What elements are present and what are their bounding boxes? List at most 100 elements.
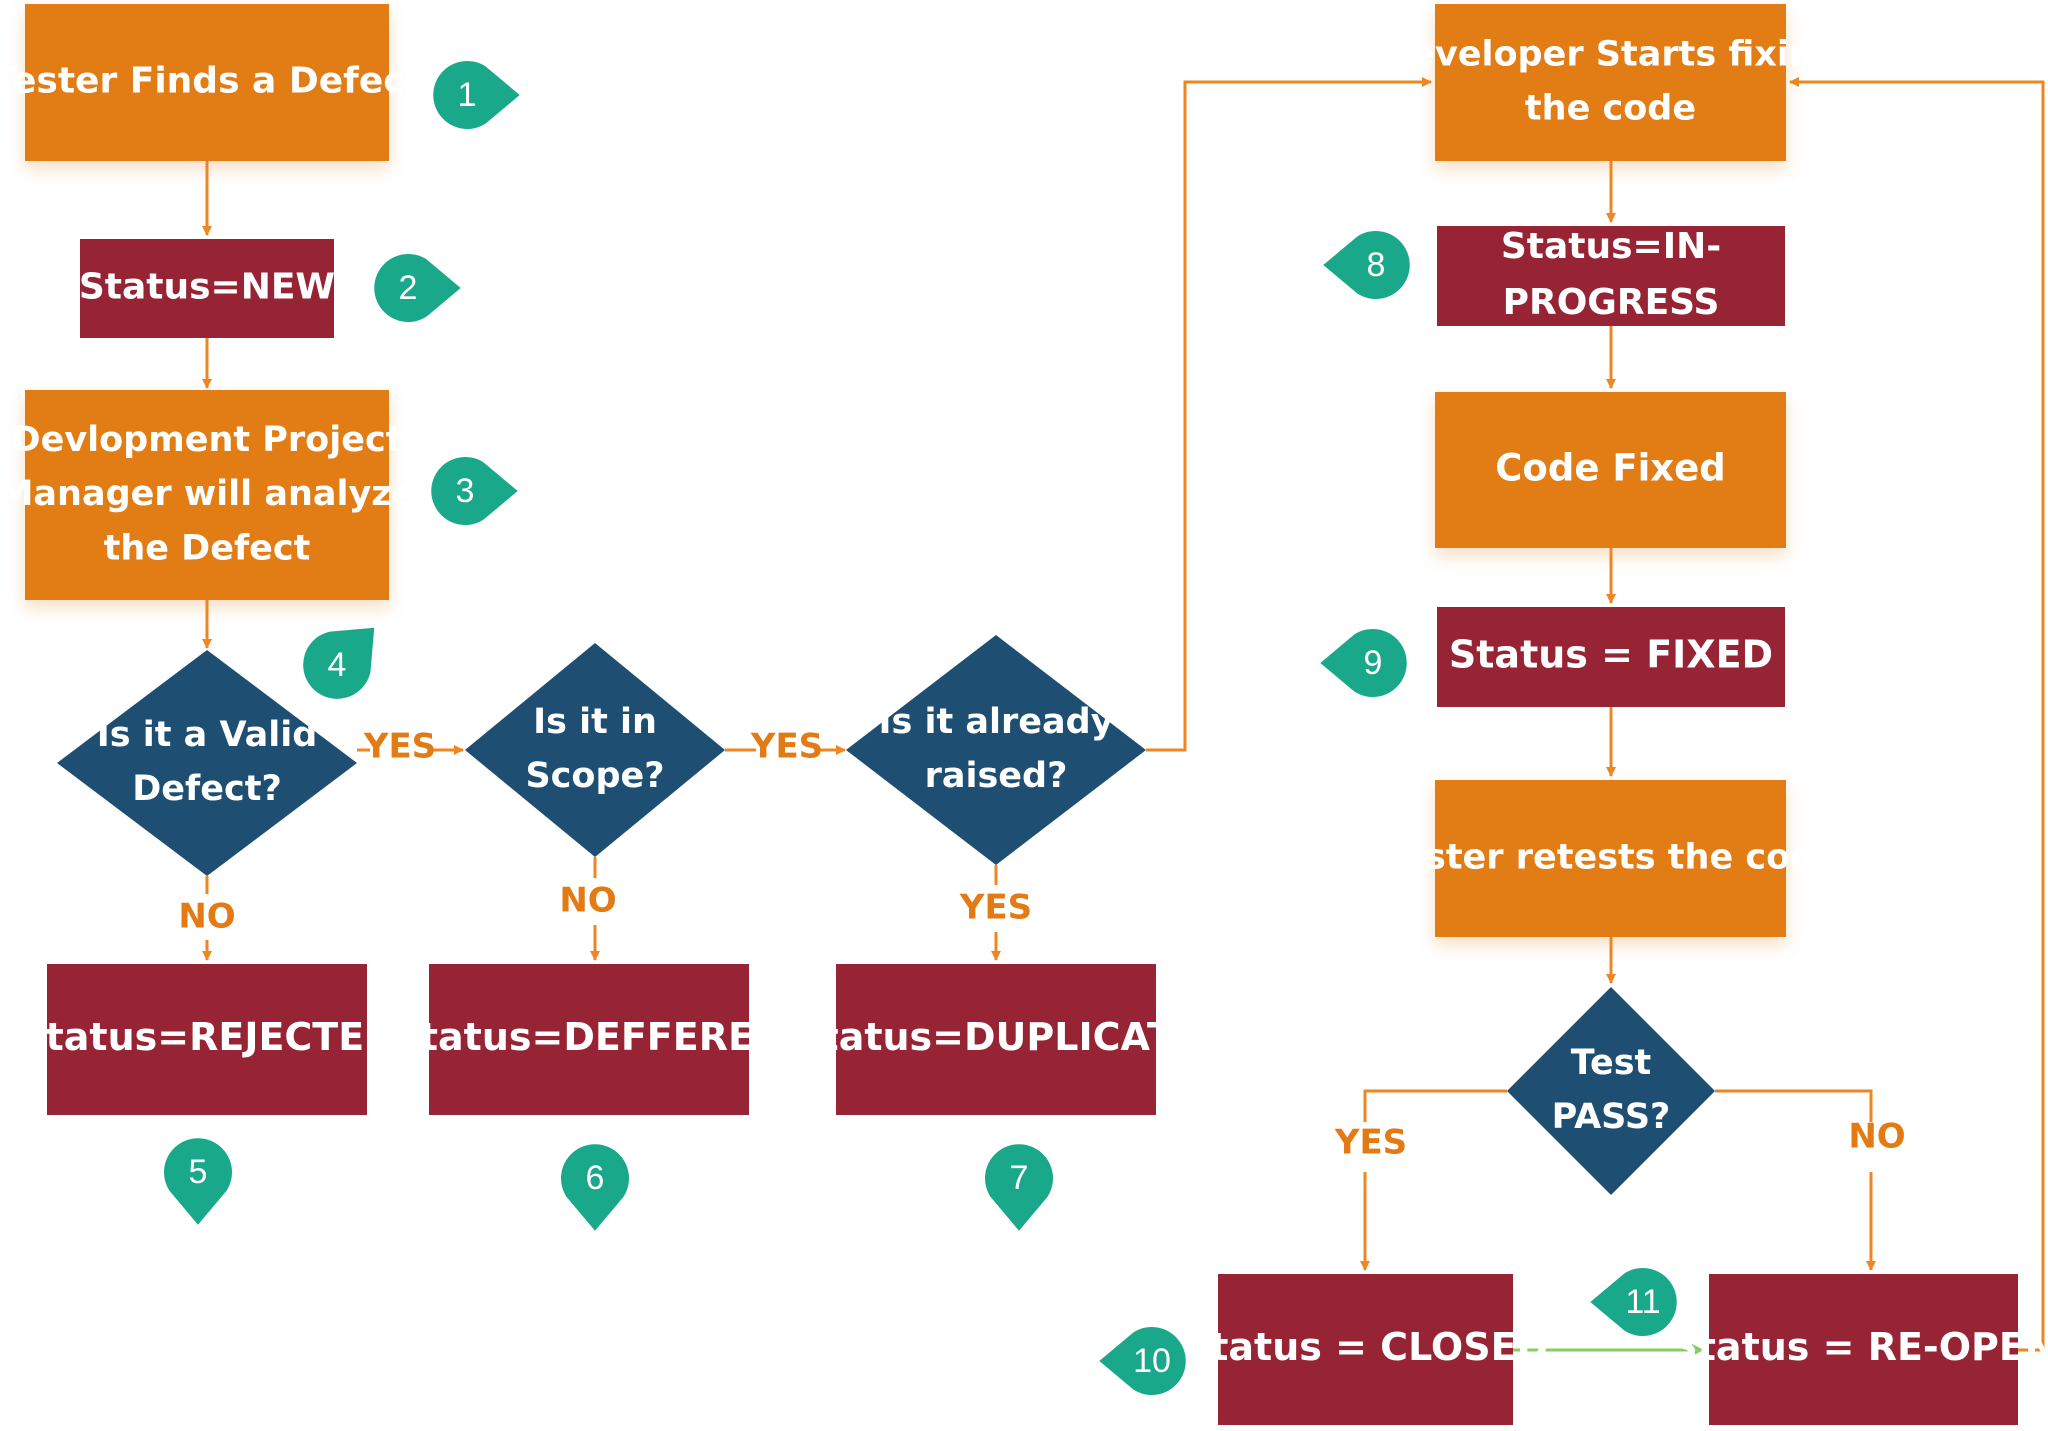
edge-label-pass-yes: YES <box>1334 1123 1407 1163</box>
node-status-deffered: Status=DEFFERED <box>393 964 786 1115</box>
badge-shape <box>1323 231 1410 299</box>
node-label: Status=DEFFERED <box>393 1015 786 1059</box>
node-label: Status=REJECTED <box>18 1015 395 1059</box>
node-status-closed: Status = CLOSED <box>1183 1274 1548 1425</box>
node-code-fixed: Code Fixed <box>1435 392 1786 548</box>
edge-label-pass-no: NO <box>1848 1117 1905 1157</box>
badge-shape <box>303 627 375 699</box>
node-shape <box>429 964 749 1115</box>
node-label: Defect? <box>132 769 282 809</box>
edge-raised-dev <box>1146 77 1432 752</box>
edge-pass-closed <box>1365 1089 1507 1270</box>
node-shape <box>1435 4 1786 161</box>
node-shape <box>1435 392 1786 548</box>
node-label: Status=IN- <box>1501 226 1721 267</box>
step-badge-5: 5 <box>164 1138 232 1225</box>
node-shape <box>47 964 367 1115</box>
node-status-new: Status=NEW <box>79 239 335 338</box>
edge-label-raised-yes: YES <box>959 888 1032 928</box>
badge-number: 11 <box>1625 1283 1660 1321</box>
node-shape <box>1437 607 1785 707</box>
badge-number: 8 <box>1367 246 1386 284</box>
edge-label-valid-no: NO <box>178 897 235 937</box>
edge-label-scope-no: NO <box>559 881 616 921</box>
step-badge-1: 1 <box>433 61 520 129</box>
node-label: the Defect <box>104 528 311 568</box>
badge-number: 2 <box>399 269 418 307</box>
node-in-scope: Is it in Scope? <box>465 643 725 857</box>
step-badge-3: 3 <box>431 457 518 525</box>
node-label: PASS? <box>1552 1097 1671 1137</box>
edge-label-valid-yes: YES <box>363 727 436 767</box>
node-shape <box>25 390 389 600</box>
node-label: Code Fixed <box>1495 447 1725 490</box>
node-shape <box>25 4 389 161</box>
decision-shape <box>846 635 1146 865</box>
step-badge-6: 6 <box>561 1144 629 1231</box>
badge-shape <box>1099 1327 1186 1395</box>
node-shape <box>1435 780 1786 937</box>
badge-number: 4 <box>328 646 347 684</box>
node-status-fixed: Status = FIXED <box>1437 607 1785 707</box>
node-label: Is it a Valid <box>97 715 318 755</box>
node-label: Scope? <box>525 756 664 796</box>
node-already-raised: Is it already raised? <box>846 635 1146 865</box>
decision-shape <box>1507 987 1715 1195</box>
step-badges: 1 2 3 4 5 6 7 8 9 10 11 <box>164 61 1677 1395</box>
node-label: Status = RE-OPEN <box>1670 1325 2048 1369</box>
decision-shape <box>57 650 357 876</box>
badge-shape <box>561 1144 629 1231</box>
node-label: Tester Finds a Defect <box>0 61 422 102</box>
step-badge-10: 10 <box>1099 1327 1186 1395</box>
badge-shape <box>1590 1268 1677 1336</box>
node-label: Status=DUPLICATE <box>793 1015 1199 1059</box>
edge-reopen-dev <box>1789 77 2045 1352</box>
edge-pass-reopen <box>1715 1089 1871 1270</box>
edge-label-scope-yes: YES <box>750 727 823 767</box>
node-shape <box>1709 1274 2018 1425</box>
node-status-reopen: Status = RE-OPEN <box>1670 1274 2048 1425</box>
step-badge-8: 8 <box>1323 231 1410 299</box>
badge-number: 7 <box>1010 1159 1029 1197</box>
badge-shape <box>164 1138 232 1225</box>
node-label: Manager will analyze <box>0 474 415 514</box>
badge-shape <box>433 61 520 129</box>
node-label: Developer Starts fixing <box>1382 34 1839 74</box>
step-badge-2: 2 <box>374 254 461 322</box>
node-label: Status = CLOSED <box>1183 1325 1548 1369</box>
node-shape <box>1218 1274 1513 1425</box>
badge-number: 9 <box>1364 644 1383 682</box>
badge-shape <box>1320 629 1407 697</box>
node-status-duplicate: Status=DUPLICATE <box>793 964 1199 1115</box>
decision-shape <box>465 643 725 857</box>
node-label: Status = FIXED <box>1449 633 1773 677</box>
badge-shape <box>374 254 461 322</box>
node-label: Tester retests the code <box>1382 838 1839 878</box>
step-badge-11: 11 <box>1590 1268 1677 1336</box>
step-badge-9: 9 <box>1320 629 1407 697</box>
edge-labels: YES NO YES NO YES YES NO <box>178 727 1905 1163</box>
node-status-inprogress: Status=IN- PROGRESS <box>1437 226 1785 326</box>
badge-number: 1 <box>458 76 477 114</box>
node-label: Is it in <box>533 702 657 742</box>
node-label: Status=NEW <box>79 267 335 308</box>
node-status-rejected: Status=REJECTED <box>18 964 396 1115</box>
node-shape <box>1437 226 1785 326</box>
node-tester-finds: Tester Finds a Defect <box>0 4 422 161</box>
node-label: PROGRESS <box>1503 282 1720 323</box>
node-label: Devlopment Project <box>12 420 403 460</box>
badge-number: 6 <box>586 1159 605 1197</box>
node-label: raised? <box>925 756 1068 796</box>
badge-shape <box>431 457 518 525</box>
step-badge-7: 7 <box>985 1144 1053 1231</box>
node-shape <box>80 239 334 338</box>
node-tester-retests: Tester retests the code <box>1382 780 1839 937</box>
badge-number: 3 <box>456 472 475 510</box>
badge-shape <box>985 1144 1053 1231</box>
node-label: Is it already <box>878 702 1113 742</box>
